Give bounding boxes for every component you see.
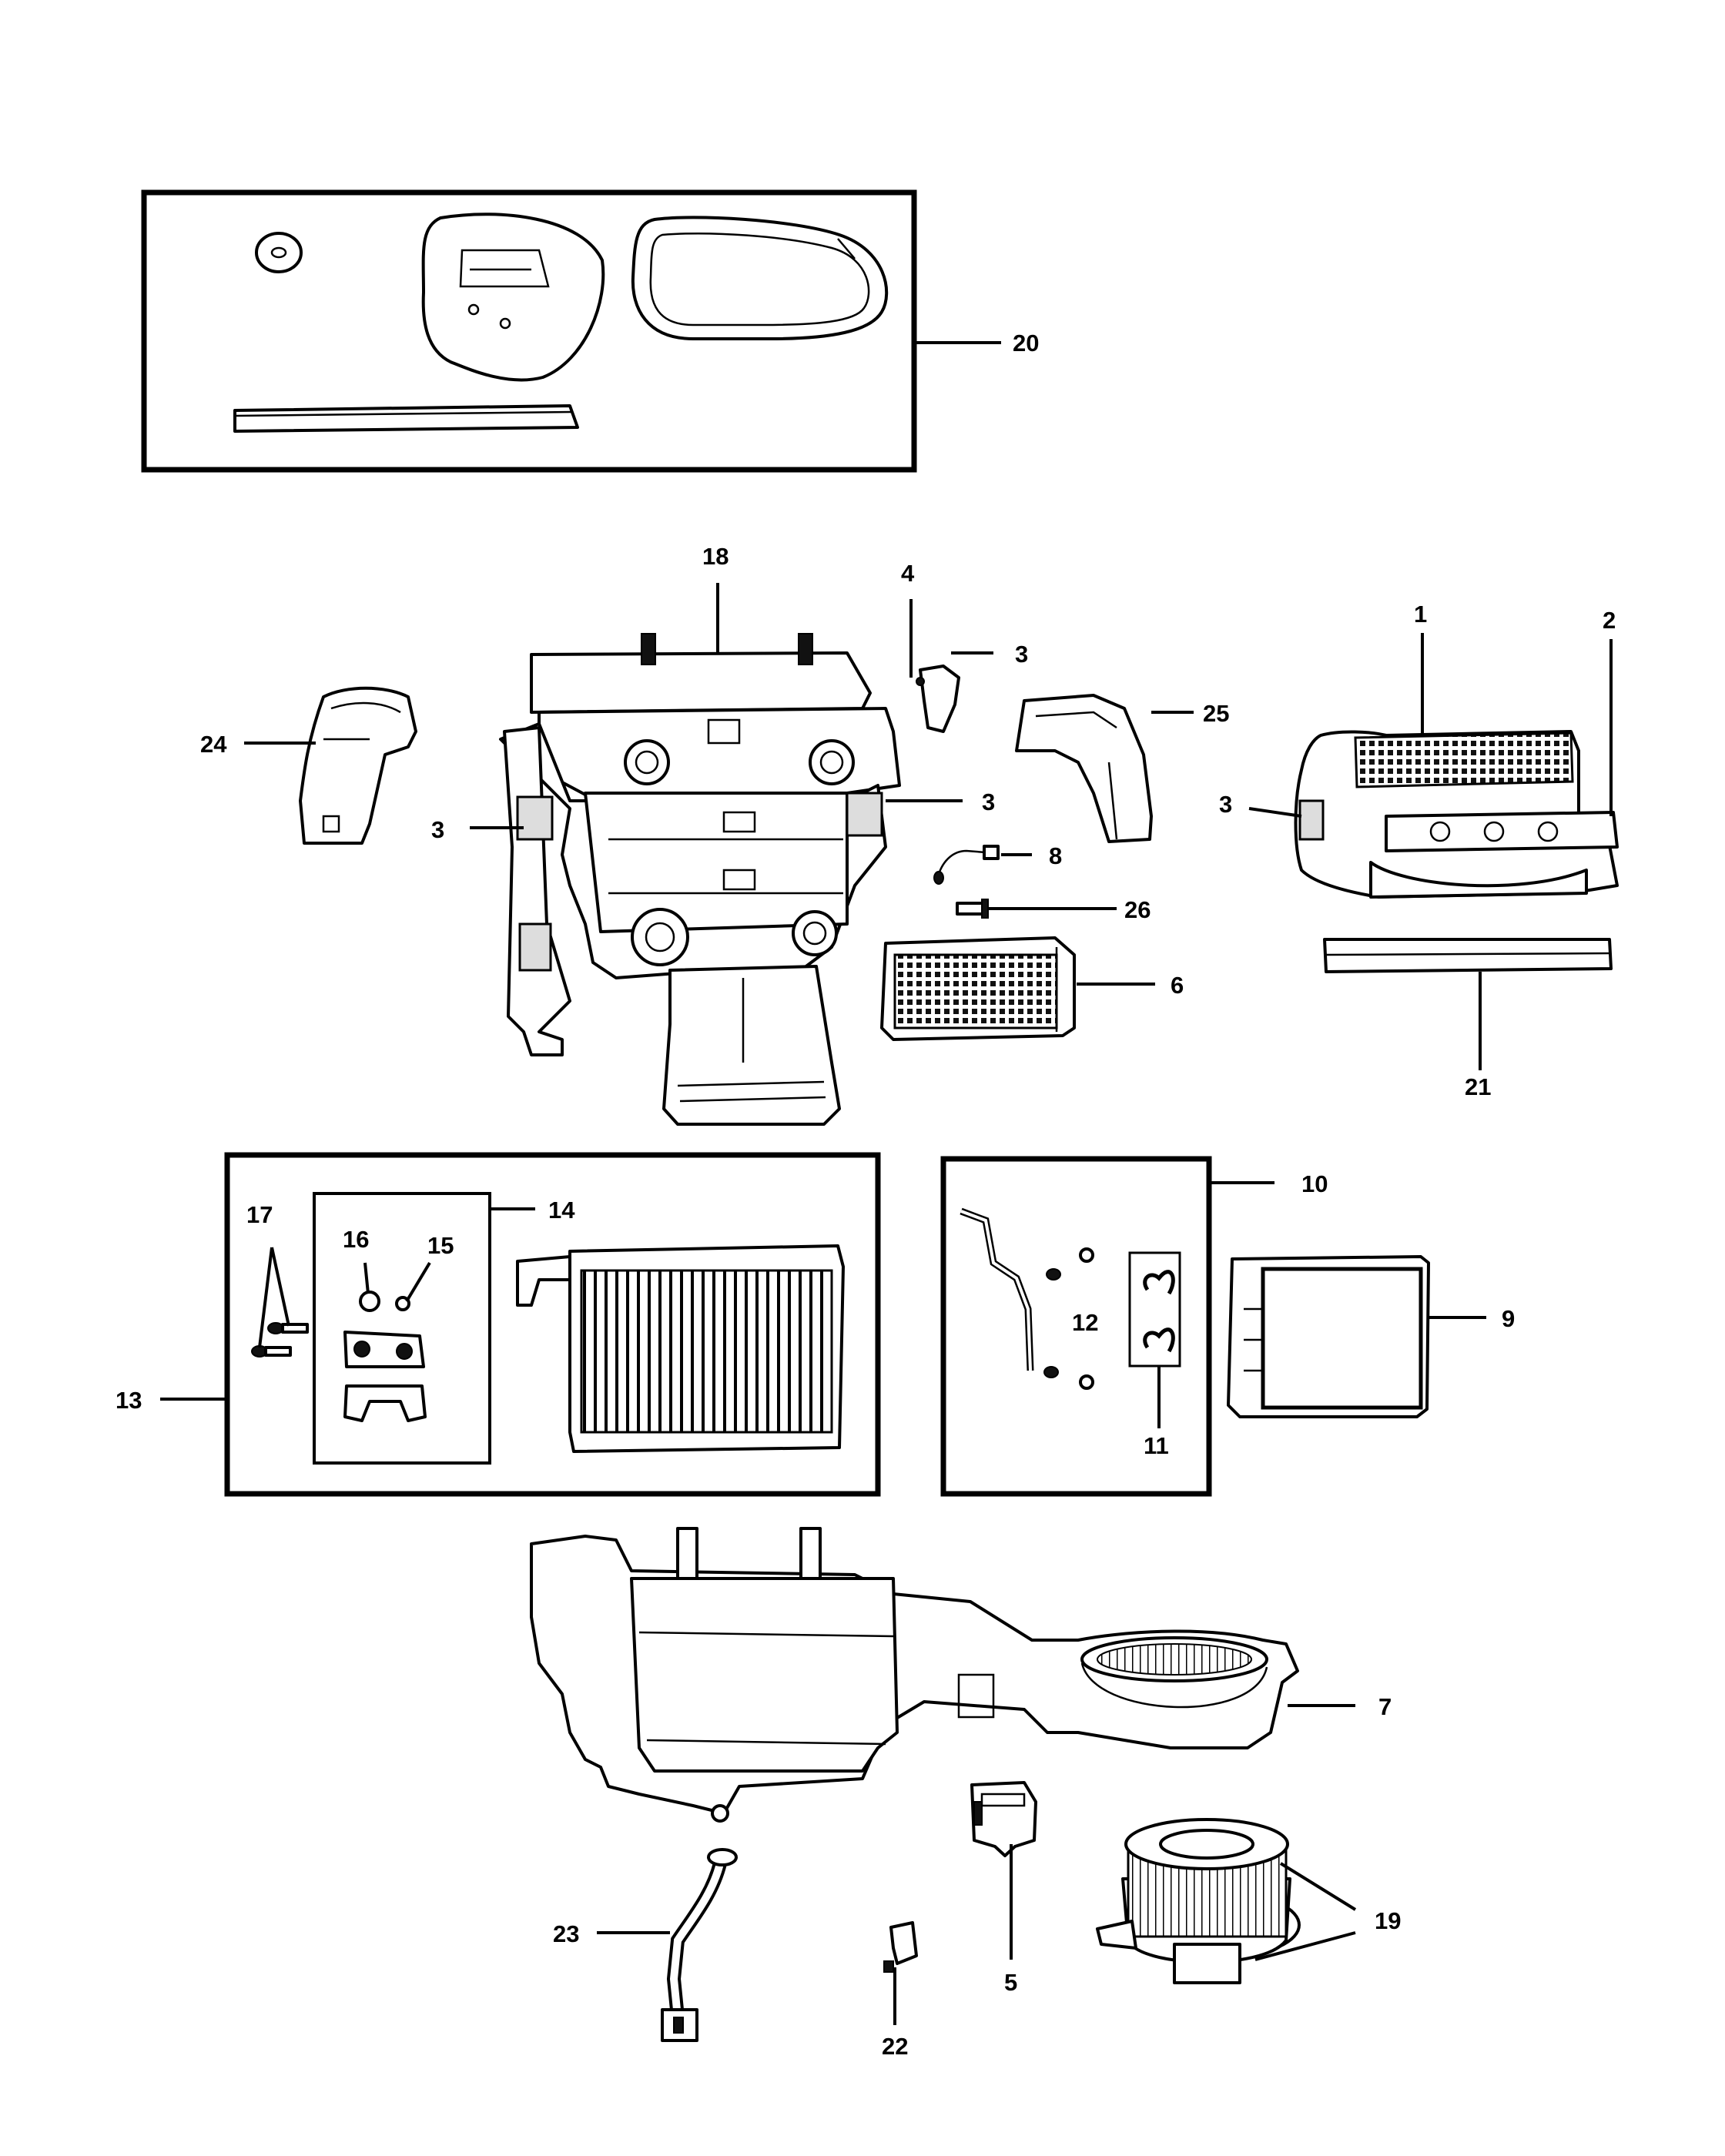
callout-4: 4	[901, 560, 915, 587]
blower-resistor-part	[970, 1781, 1037, 1857]
callout-1: 1	[1414, 601, 1427, 628]
callout-21: 21	[1465, 1073, 1491, 1100]
sensor-part	[933, 845, 1000, 885]
callout-20: 20	[1013, 330, 1039, 357]
callout-3-left: 3	[431, 816, 444, 843]
seal-kit-box	[141, 189, 917, 473]
callout-15: 15	[427, 1232, 454, 1259]
callout-3-actuator: 3	[1015, 641, 1028, 668]
leader-lines	[160, 341, 1613, 2025]
callout-3-right: 3	[982, 788, 995, 815]
callout-3-housing: 3	[1219, 791, 1232, 818]
evaporator-core-part	[516, 1244, 845, 1453]
callout-22: 22	[882, 2033, 908, 2060]
o-ring-lower-part	[1079, 1374, 1094, 1390]
screws-part	[251, 1322, 309, 1358]
heater-core-part	[1227, 1255, 1430, 1418]
heater-tubes-part	[960, 1207, 1061, 1378]
callout-18: 18	[702, 543, 729, 570]
grommet-part	[255, 232, 303, 273]
actuator-part	[916, 665, 960, 733]
callout-19: 19	[1375, 1907, 1401, 1934]
callout-2: 2	[1603, 607, 1616, 634]
callout-9: 9	[1502, 1305, 1515, 1332]
callout-14: 14	[548, 1197, 575, 1224]
evaporator-kit-box	[224, 1152, 881, 1497]
callout-11: 11	[1144, 1432, 1169, 1459]
blower-motor-part	[1096, 1818, 1301, 1984]
callout-7: 7	[1378, 1693, 1392, 1720]
callout-16: 16	[343, 1226, 369, 1253]
o-ring-upper-part	[1079, 1247, 1094, 1263]
floor-duct-left-part	[299, 686, 417, 845]
plate-gasket-part	[421, 213, 605, 382]
callout-26: 26	[1124, 896, 1151, 923]
floor-duct-right-part	[1015, 694, 1153, 843]
expansion-valve-part	[343, 1331, 427, 1422]
o-ring-large-part	[359, 1291, 380, 1312]
large-loop-seal-part	[631, 216, 889, 340]
callout-24: 24	[200, 731, 227, 758]
drain-hose-part	[661, 1848, 738, 2042]
blower-inlet-housing-part	[1294, 730, 1619, 899]
callout-13: 13	[116, 1387, 142, 1414]
cabin-air-filter-part	[1323, 938, 1613, 973]
callout-10: 10	[1301, 1170, 1328, 1197]
filter-frame-part	[880, 936, 1076, 1041]
clips-part	[1128, 1251, 1181, 1368]
temperature-sensor-part	[956, 899, 989, 919]
foam-strip-part	[233, 404, 579, 433]
callout-labels: 20 18 4 3 24 25 3 3 8 26 6 1 2 3 21 10 9…	[116, 330, 1616, 2060]
heater-tube-kit-box	[940, 1156, 1212, 1497]
callout-17: 17	[246, 1201, 273, 1228]
callout-8: 8	[1049, 842, 1062, 869]
lower-housing-part	[530, 1527, 1299, 1823]
hvac-housing-part	[499, 633, 901, 1126]
callout-23: 23	[553, 1920, 579, 1947]
callout-25: 25	[1203, 700, 1229, 727]
callout-6: 6	[1171, 972, 1184, 999]
callout-5: 5	[1004, 1969, 1017, 1996]
callout-12: 12	[1072, 1309, 1098, 1336]
clip-part	[883, 1921, 918, 1973]
